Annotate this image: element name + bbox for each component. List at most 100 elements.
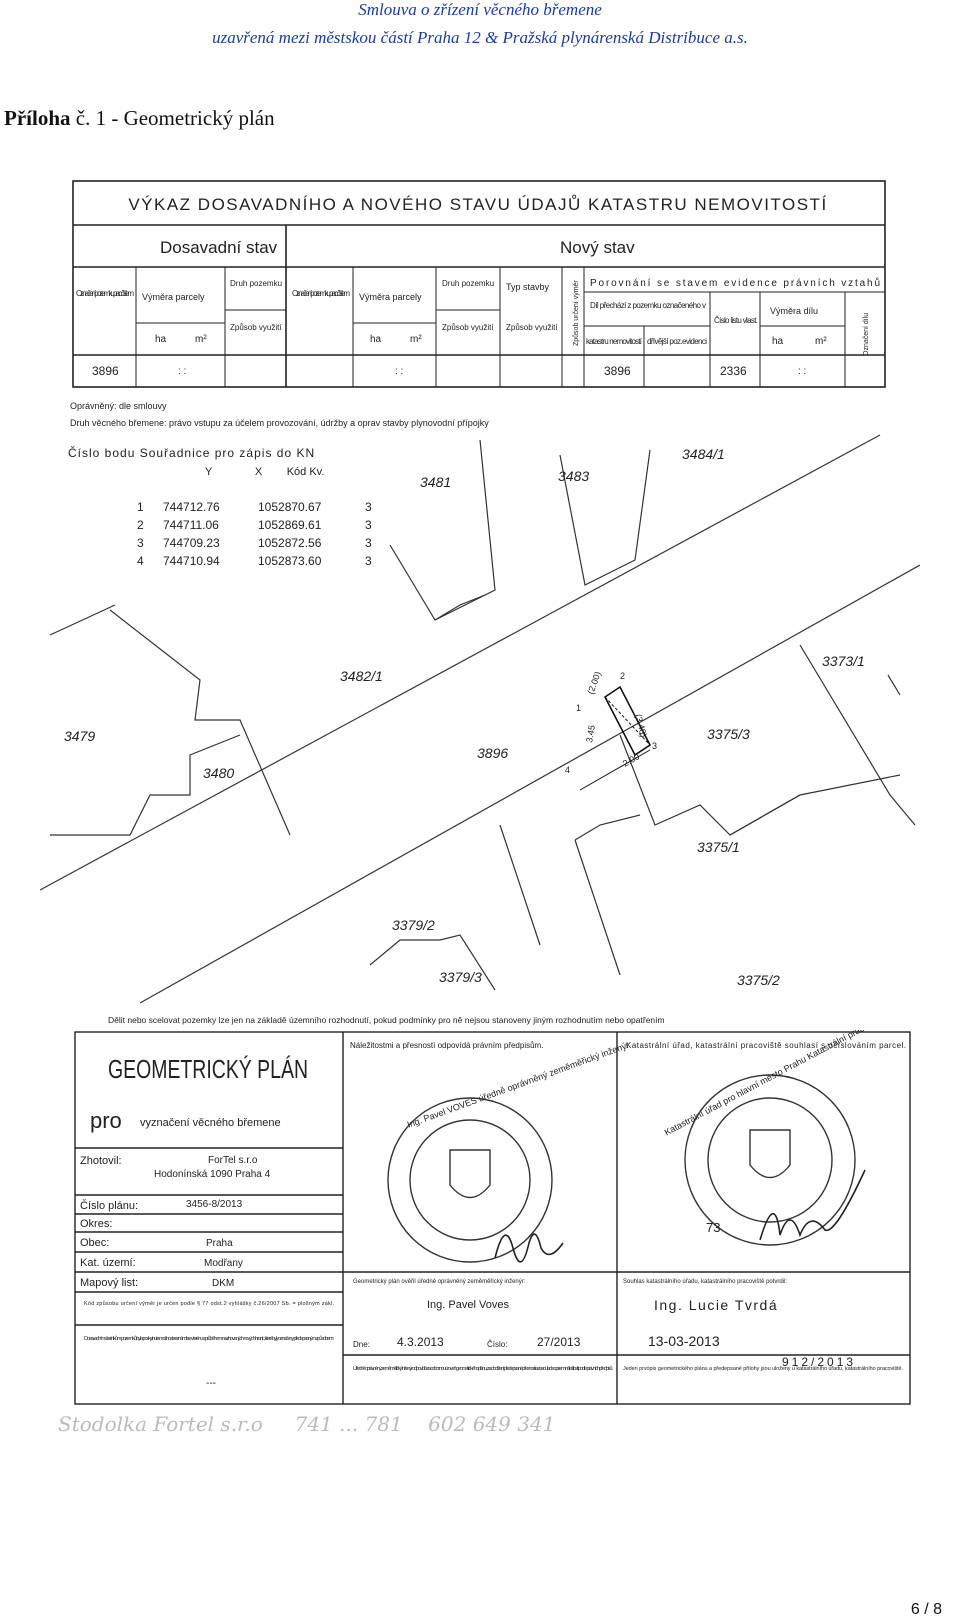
coords-table: 1 744712.76 1052870.67 3 2 744711.06 1052869.6…: [137, 500, 372, 568]
coord-kod: 3: [365, 518, 372, 532]
vykaz-col-zpusob: Způsob využití: [230, 323, 282, 332]
vykaz-m2-2: m²: [410, 334, 422, 345]
dimension-label: 2.00: [621, 751, 641, 768]
svg-text:2: 2: [620, 671, 625, 681]
form-pro: pro: [90, 1108, 122, 1133]
plan-coords-head: Číslo bodu Souřadnice pro zápis do KN: [68, 445, 315, 460]
vykaz-col-zpusob-new: Způsob využití: [442, 323, 494, 332]
vykaz-ha-1: ha: [155, 334, 167, 345]
parcel-label: 3479: [64, 728, 95, 744]
form-zhotovil-2: Hodonínská 1090 Praha 4: [154, 1169, 271, 1180]
svg-text:1: 1: [576, 703, 581, 713]
page-number: 6 / 8: [910, 1601, 942, 1618]
form-vlastnici-dash: ---: [206, 1378, 216, 1389]
coord-point-number: 1: [137, 500, 144, 514]
vykaz-row-new-parcel: 3896: [604, 364, 631, 378]
vykaz-col-vymera-dilu: Výměra dílu: [770, 306, 818, 316]
svg-text:: :: : :: [798, 366, 806, 377]
vykaz-col-drivejsi: dřívější poz.evidenci: [647, 337, 707, 346]
vykaz-row-list: 2336: [720, 364, 747, 378]
vykaz-col-vymera-new: Výměra parcely: [359, 292, 422, 302]
parcel-label: 3482/1: [340, 668, 383, 684]
cadastral-plan: Oprávněný: dle smlouvy Druh věcného břem…: [40, 401, 920, 1004]
vykaz-col-dil: Díl přechází z pozemku označeného v: [590, 301, 706, 310]
vykaz-col-porovnani: Porovnání se stavem evidence právních vz…: [590, 277, 880, 289]
dimension-label: 3.45: [584, 724, 597, 743]
vykaz-col-oznaceni-dilu: Označení dílu: [863, 313, 870, 356]
vykaz-m2-3: m²: [815, 336, 827, 347]
svg-text:: :: : :: [178, 366, 186, 377]
coord-y: 744711.06: [163, 518, 219, 532]
vykaz-col-zpusob-urc: Způsob určení výměr: [572, 280, 580, 346]
form-dne2: 13-03-2013: [648, 1333, 720, 1349]
header-line-2: uzavřená mezi městskou částí Praha 12 & …: [212, 28, 748, 47]
signature-tvrda: [759, 1169, 866, 1241]
form-cislo-label: Číslo plánu:: [80, 1199, 138, 1212]
vykaz-row-old-parcel: 3896: [92, 364, 119, 378]
stamp2-num: 73: [706, 1220, 720, 1235]
vykaz-col-zpusob-typ: Způsob využití: [506, 323, 558, 332]
parcel-label: 3484/1: [682, 446, 725, 462]
coord-y: 744709.23: [163, 536, 220, 550]
vykaz-col-cislo-listu: Číslo listu vlast.: [714, 316, 758, 325]
form-kat: Modřany: [204, 1258, 243, 1269]
parcel-label: 3483: [558, 468, 589, 484]
header-line-1: Smlouva o zřízení věcného břemene: [358, 0, 602, 19]
coord-x: 1052869.61: [258, 518, 322, 532]
signature-voves: [494, 1233, 564, 1263]
form-obec: Praha: [206, 1238, 233, 1249]
form-uredne-note: Úředně oprávněný zeměměřický inženýr odp…: [353, 1365, 613, 1372]
vykaz-col-katastru: katastru nemovitostí: [586, 337, 643, 346]
form-vlastnici-note: Dosavadním vlastníkům pozemků byla posky…: [84, 1335, 334, 1342]
form-okres-label: Okres:: [80, 1218, 112, 1230]
handwriting-note: Stodolka Fortel s.r.o 741 ... 781 602 64…: [58, 1412, 556, 1436]
vykaz-m2-1: m²: [195, 334, 207, 345]
form-obec-label: Obec:: [80, 1237, 109, 1249]
plan-note: Dělit nebo scelovat pozemky lze jen na z…: [108, 1015, 665, 1025]
vykaz-table: VÝKAZ DOSAVADNÍHO A NOVÉHO STAVU ÚDAJŮ K…: [72, 180, 886, 388]
parcel-label: 3480: [203, 765, 234, 781]
form-zhotovil-label: Zhotovil:: [80, 1155, 122, 1167]
coord-point-number: 3: [137, 536, 144, 550]
coord-point-number: 4: [137, 554, 144, 568]
coord-x: 1052870.67: [258, 500, 322, 514]
attachment-title-bold: Příloha: [4, 106, 71, 130]
attachment-title-rest: č. 1 - Geometrický plán: [70, 106, 275, 130]
vykaz-title: VÝKAZ DOSAVADNÍHO A NOVÉHO STAVU ÚDAJŮ K…: [128, 195, 827, 214]
form-zhotovil-1: ForTel s.r.o: [208, 1155, 258, 1166]
svg-text:: :: : :: [395, 366, 403, 377]
vykaz-col-oznaceni: Označení pozemku parc. číslem: [76, 289, 134, 298]
coord-x: 1052873.60: [258, 554, 322, 568]
coord-kod: 3: [365, 500, 372, 514]
form-title: GEOMETRICKÝ PLÁN: [108, 1054, 308, 1084]
form-engineer: Ing. Pavel Voves: [427, 1299, 509, 1311]
form-souhlas: Souhlas katastrálního úřadu, katastrální…: [623, 1279, 787, 1285]
form-kat-label: Kat. území:: [80, 1257, 136, 1269]
vykaz-ha-3: ha: [772, 336, 784, 347]
svg-text:3: 3: [652, 741, 657, 751]
parcel-label: 3375/3: [707, 726, 750, 742]
form-cislo2: 27/2013: [537, 1335, 581, 1349]
form-mapovy: DKM: [212, 1278, 234, 1289]
plan-opravneny: Oprávněný: dle smlouvy: [70, 401, 167, 411]
form-overil: Geometrický plán ověřil úředně oprávněný…: [353, 1279, 526, 1285]
form-nalezitosti: Náležitostmi a přesností odpovídá právní…: [350, 1041, 543, 1050]
parcel-label: 3375/1: [697, 839, 740, 855]
parcel-label: 3481: [420, 474, 451, 490]
coord-y: 744712.76: [163, 500, 220, 514]
form-dne-label: Dne:: [353, 1340, 370, 1349]
parcel-label: 3896: [477, 745, 508, 761]
form-mapovy-label: Mapový list:: [80, 1277, 138, 1289]
vykaz-ha-2: ha: [370, 334, 382, 345]
parcel-label: 3379/2: [392, 917, 435, 933]
plan-coords-cols: Y X Kód Kv.: [205, 466, 324, 478]
form-kod-note: Kód způsobu určení výměr je určen podle …: [84, 1300, 334, 1307]
coord-point-number: 2: [137, 518, 144, 532]
parcel-label: 3375/2: [737, 972, 780, 988]
coord-kod: 3: [365, 536, 372, 550]
coord-x: 1052872.56: [258, 536, 322, 550]
parcel-label: 3373/1: [822, 653, 865, 669]
form-dne: 4.3.2013: [397, 1335, 444, 1349]
coord-y: 744710.94: [163, 554, 220, 568]
